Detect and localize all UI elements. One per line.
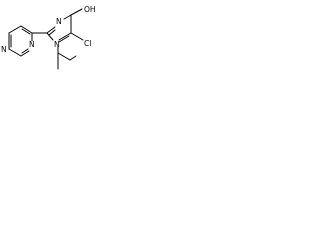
structure-diagram: N N N N OH Cl xyxy=(1,5,96,70)
bond xyxy=(69,55,77,61)
bond xyxy=(58,35,70,43)
bond xyxy=(20,50,30,57)
bond xyxy=(70,8,83,16)
bond xyxy=(20,25,33,34)
pyridine-ring xyxy=(8,25,33,57)
atom-label-pyridine-n-top: N xyxy=(29,40,35,49)
bond xyxy=(46,26,56,34)
atom-label-pyrimidine-n-upper: N xyxy=(56,17,62,26)
bond xyxy=(57,52,71,61)
atom-label-pyrimidine-n-lower: N xyxy=(54,40,60,49)
bond xyxy=(21,28,31,35)
atom-label-pyridine-n-left: N xyxy=(1,45,7,54)
atom-label-chloro: Cl xyxy=(84,39,91,48)
bond xyxy=(63,14,72,20)
bond xyxy=(48,29,56,36)
bond xyxy=(70,32,84,41)
molecule-canvas: N N N N OH Cl xyxy=(0,0,129,78)
bond xyxy=(21,48,29,54)
atom-label-hydroxyl: OH xyxy=(84,5,96,14)
bond xyxy=(8,48,22,57)
bond xyxy=(46,32,54,41)
pyrimidine-ring xyxy=(46,14,77,61)
bond xyxy=(58,32,72,41)
bond xyxy=(8,25,22,34)
